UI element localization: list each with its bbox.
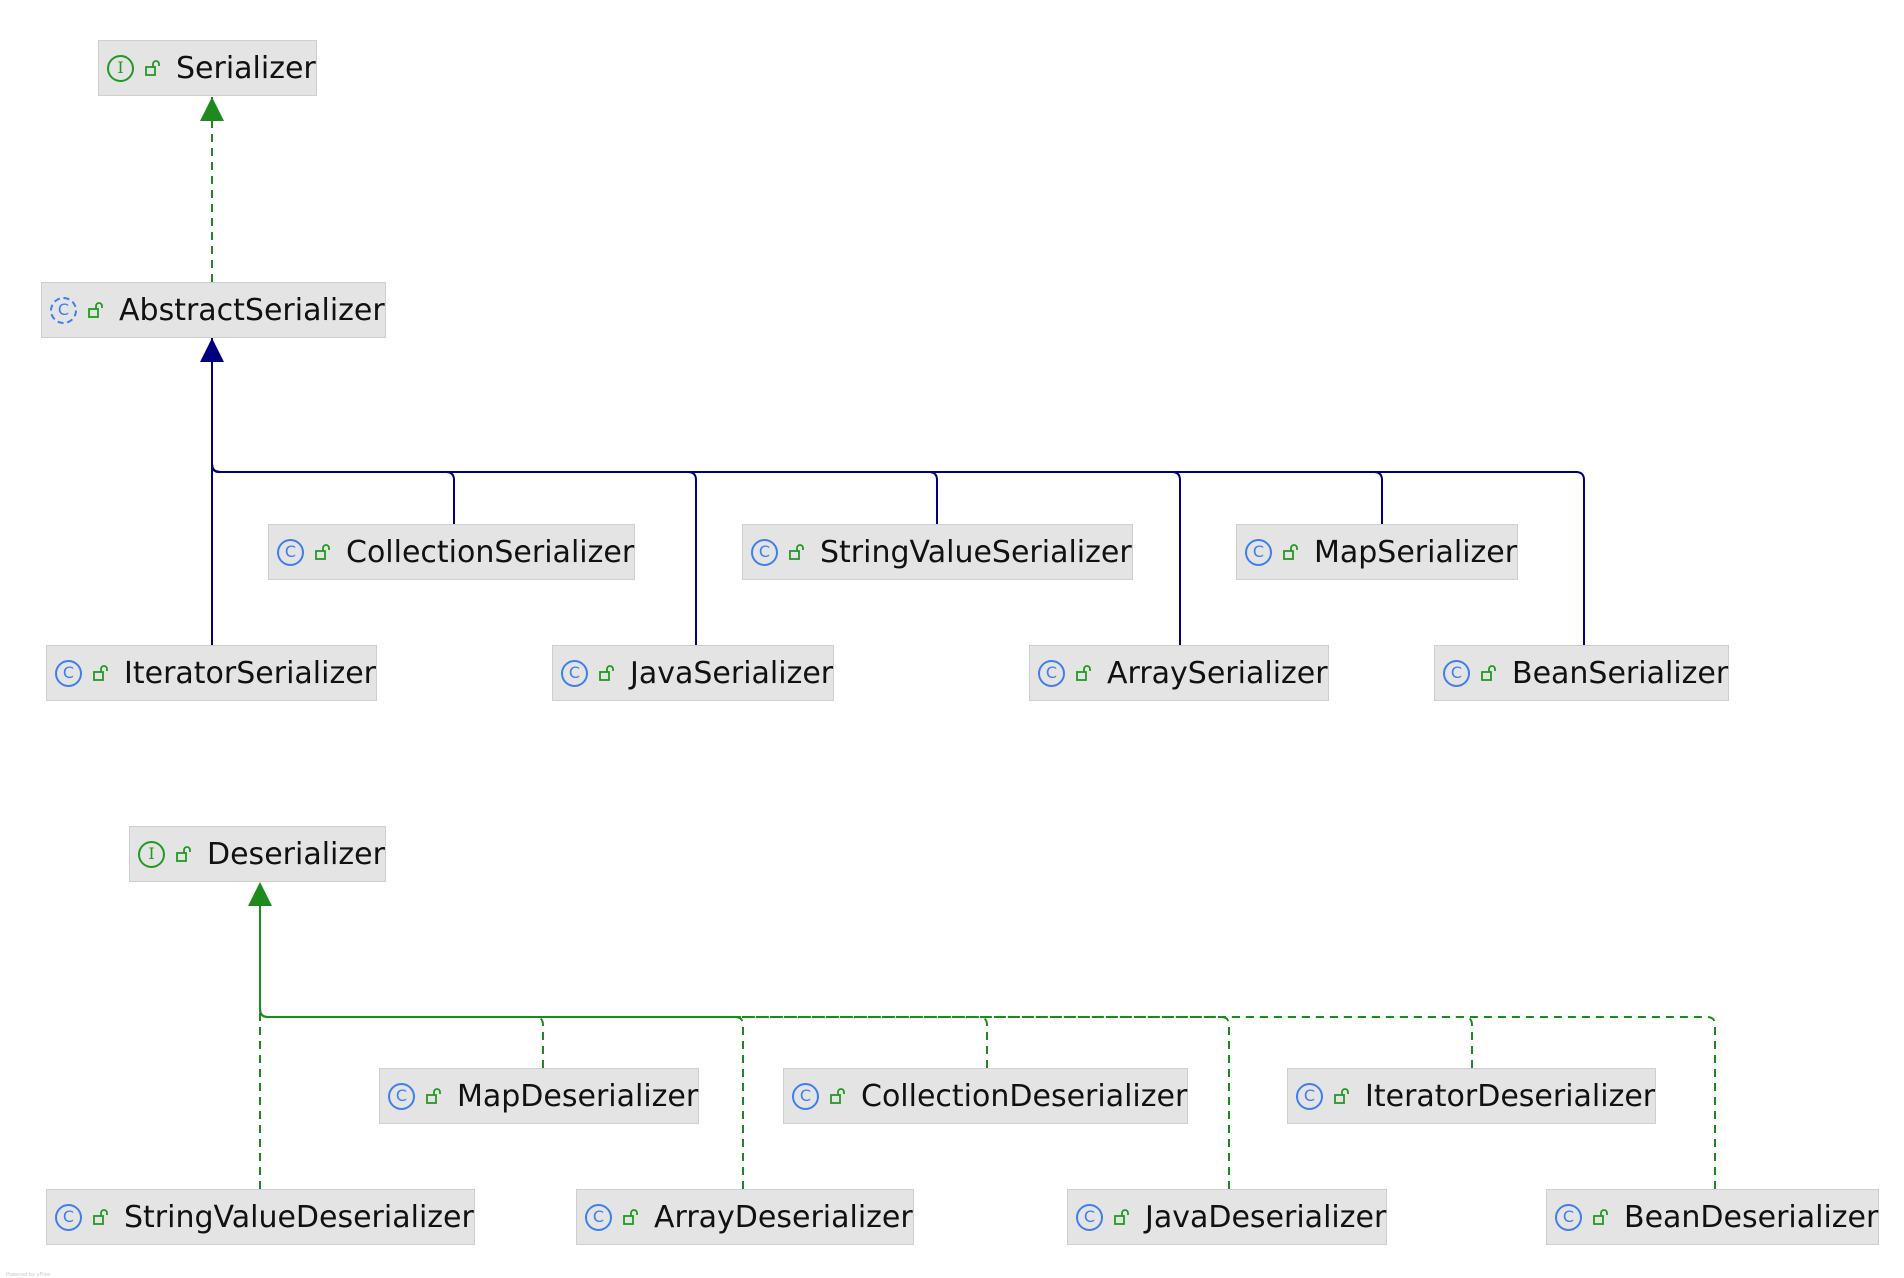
node-bean-serializer[interactable]: C BeanSerializer	[1434, 645, 1730, 701]
node-string-value-serializer[interactable]: C StringValueSerializer	[742, 524, 1133, 580]
public-visibility-icon	[145, 60, 160, 76]
node-label: StringValueDeserializer	[124, 1199, 474, 1235]
extends-edge	[211, 358, 1585, 645]
public-visibility-icon	[1076, 665, 1091, 681]
public-visibility-icon	[176, 846, 191, 862]
class-icon: C	[561, 659, 588, 687]
class-icon: C	[55, 1203, 82, 1231]
extends-edge	[211, 358, 455, 524]
public-visibility-icon	[426, 1088, 441, 1104]
public-visibility-icon	[315, 544, 330, 560]
node-label: StringValueSerializer	[820, 534, 1132, 570]
node-label: JavaSerializer	[630, 655, 834, 691]
interface-icon: I	[138, 840, 165, 868]
class-icon: C	[1038, 659, 1065, 687]
public-visibility-icon	[623, 1209, 638, 1225]
implements-edge	[259, 902, 744, 1189]
class-icon: C	[792, 1082, 819, 1110]
node-iterator-deserializer[interactable]: C IteratorDeserializer	[1287, 1068, 1657, 1124]
class-icon: C	[55, 659, 82, 687]
public-visibility-icon	[1593, 1209, 1608, 1225]
extends-edge	[211, 358, 1383, 524]
node-label: Serializer	[176, 50, 316, 86]
class-icon: C	[751, 538, 778, 566]
node-map-serializer[interactable]: C MapSerializer	[1236, 524, 1519, 580]
class-icon: C	[388, 1082, 415, 1110]
public-visibility-icon	[830, 1088, 845, 1104]
class-icon: C	[1555, 1203, 1582, 1231]
implements-edge	[259, 902, 1473, 1068]
public-visibility-icon	[88, 302, 103, 318]
node-label: BeanSerializer	[1512, 655, 1729, 691]
public-visibility-icon	[93, 1209, 108, 1225]
node-label: CollectionSerializer	[346, 534, 635, 570]
public-visibility-icon	[1283, 544, 1298, 560]
node-java-deserializer[interactable]: C JavaDeserializer	[1067, 1189, 1388, 1245]
interface-icon: I	[107, 54, 134, 82]
class-icon: C	[1443, 659, 1470, 687]
node-label: ArraySerializer	[1107, 655, 1328, 691]
extends-edge	[211, 358, 938, 524]
node-label: AbstractSerializer	[119, 292, 385, 328]
node-label: MapSerializer	[1314, 534, 1518, 570]
node-label: IteratorDeserializer	[1365, 1078, 1656, 1114]
watermark: Powered by yFiles	[6, 1272, 51, 1278]
node-label: Deserializer	[207, 836, 385, 872]
node-map-deserializer[interactable]: C MapDeserializer	[379, 1068, 700, 1124]
node-string-value-deserializer[interactable]: C StringValueDeserializer	[46, 1189, 475, 1245]
node-label: MapDeserializer	[457, 1078, 699, 1114]
public-visibility-icon	[93, 665, 108, 681]
node-java-serializer[interactable]: C JavaSerializer	[552, 645, 835, 701]
class-icon: C	[1076, 1203, 1103, 1231]
node-iterator-serializer[interactable]: C IteratorSerializer	[46, 645, 377, 701]
public-visibility-icon	[1114, 1209, 1129, 1225]
class-icon: C	[1296, 1082, 1323, 1110]
node-array-deserializer[interactable]: C ArrayDeserializer	[576, 1189, 914, 1245]
node-collection-serializer[interactable]: C CollectionSerializer	[268, 524, 636, 580]
node-bean-deserializer[interactable]: C BeanDeserializer	[1546, 1189, 1880, 1245]
node-label: ArrayDeserializer	[654, 1199, 913, 1235]
node-collection-deserializer[interactable]: C CollectionDeserializer	[783, 1068, 1189, 1124]
public-visibility-icon	[599, 665, 614, 681]
implements-edge	[259, 902, 1716, 1189]
abstract-class-icon: C	[50, 296, 77, 324]
node-abstract-serializer[interactable]: C AbstractSerializer	[41, 282, 386, 338]
node-label: BeanDeserializer	[1624, 1199, 1879, 1235]
node-array-serializer[interactable]: C ArraySerializer	[1029, 645, 1329, 701]
implements-edge	[259, 902, 1230, 1189]
class-icon: C	[1245, 538, 1272, 566]
node-label: CollectionDeserializer	[861, 1078, 1188, 1114]
node-label: JavaDeserializer	[1145, 1199, 1387, 1235]
public-visibility-icon	[789, 544, 804, 560]
class-icon: C	[277, 538, 304, 566]
node-deserializer[interactable]: I Deserializer	[129, 826, 386, 882]
implements-edge	[259, 902, 544, 1068]
public-visibility-icon	[1334, 1088, 1349, 1104]
node-label: IteratorSerializer	[124, 655, 376, 691]
implements-edge	[259, 902, 988, 1068]
class-icon: C	[585, 1203, 612, 1231]
public-visibility-icon	[1481, 665, 1496, 681]
node-serializer[interactable]: I Serializer	[98, 40, 317, 96]
